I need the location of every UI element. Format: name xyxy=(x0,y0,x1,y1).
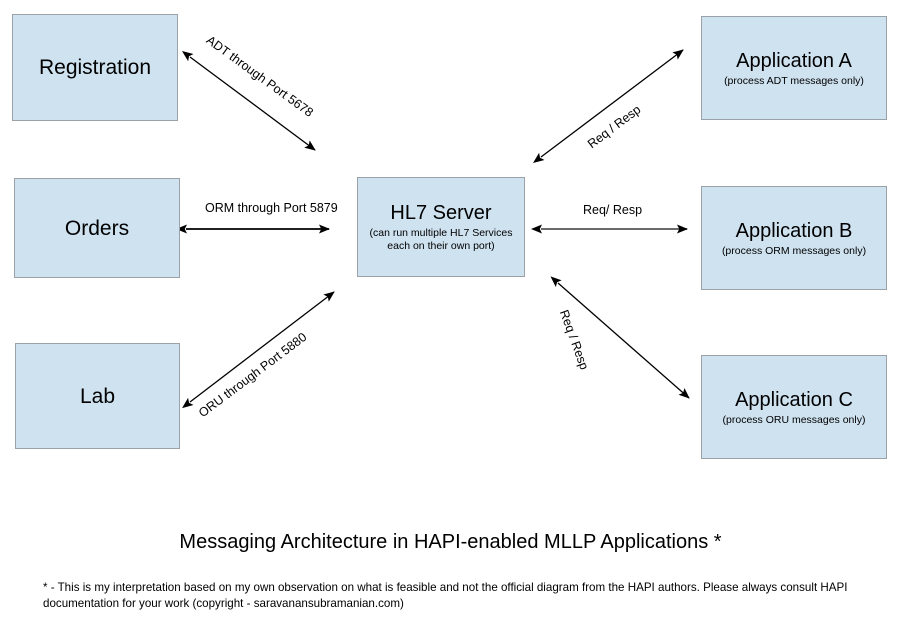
node-application-c-subtitle: (process ORU messages only) xyxy=(722,413,866,426)
edge-label-orders-to-server: ORM through Port 5879 xyxy=(205,201,338,215)
node-application-c[interactable]: Application C (process ORU messages only… xyxy=(701,355,887,459)
node-hl7-server[interactable]: HL7 Server (can run multiple HL7 Service… xyxy=(357,177,525,277)
node-orders[interactable]: Orders xyxy=(14,178,180,278)
node-lab-title: Lab xyxy=(79,384,116,408)
node-application-a-title: Application A xyxy=(736,49,852,72)
node-application-c-title: Application C xyxy=(735,388,853,411)
node-lab[interactable]: Lab xyxy=(15,343,180,449)
node-registration-title: Registration xyxy=(38,56,152,79)
edge-label-server-to-application-b: Req/ Resp xyxy=(583,203,643,217)
connector-server-to-application-a xyxy=(533,49,684,164)
node-application-a[interactable]: Application A (process ADT messages only… xyxy=(701,16,887,120)
diagram-footnote: * - This is my interpretation based on m… xyxy=(43,581,848,610)
node-application-b-subtitle: (process ORM messages only) xyxy=(721,244,867,257)
connector-registration-to-server xyxy=(181,51,316,151)
node-orders-title: Orders xyxy=(64,216,130,240)
node-application-a-subtitle: (process ADT messages only) xyxy=(724,74,864,87)
diagram-title: Messaging Architecture in HAPI-enabled M… xyxy=(179,531,722,553)
node-application-b-title: Application B xyxy=(735,219,853,242)
connector-server-to-application-c xyxy=(550,276,690,399)
node-application-b[interactable]: Application B (process ORM messages only… xyxy=(701,186,887,290)
node-hl7-server-title: HL7 Server xyxy=(390,202,492,224)
node-registration[interactable]: Registration xyxy=(12,14,178,121)
node-hl7-server-subtitle: (can run multiple HL7 Services each on t… xyxy=(369,227,513,252)
connector-lab-to-server xyxy=(182,291,335,409)
